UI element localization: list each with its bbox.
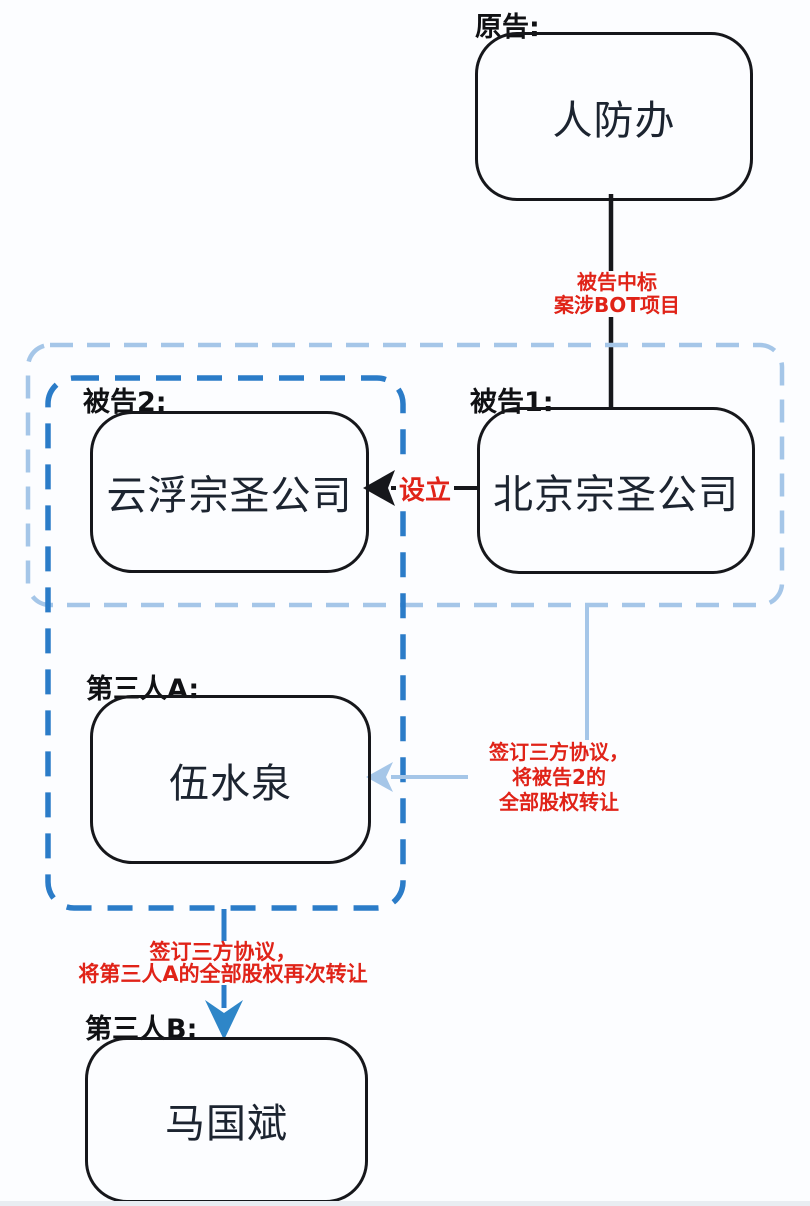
- edge-transfer-a-label-line2: 将被告2的: [512, 765, 606, 789]
- node-defendant2: 云浮宗圣公司: [90, 411, 369, 573]
- edge-transfer-b-label-line1: 签订三方协议，: [149, 940, 297, 964]
- edge-transfer-a-label-line1: 签订三方协议，: [489, 740, 629, 764]
- node-defendant1: 北京宗圣公司: [477, 407, 755, 574]
- edge-bid-label-line1: 被告中标: [577, 270, 657, 294]
- edge-transfer-b-label: 签订三方协议， 将第三人A的全部股权再次转让: [62, 941, 384, 985]
- node-plaintiff: 人防办: [475, 32, 753, 201]
- group-equity-border: [45, 375, 406, 911]
- node-third-party-a-name: 伍水泉: [169, 760, 292, 807]
- edge-transfer-a-arrowhead: [366, 762, 393, 792]
- edge-transfer-a-label-line3: 全部股权转让: [499, 790, 619, 814]
- edge-establish-arrowhead: [363, 470, 395, 506]
- label-third-party-a: 第三人A:: [86, 674, 200, 705]
- edge-bid-label-line2: 案涉BOT项目: [554, 293, 680, 317]
- edge-transfer-b-arrowhead: [205, 1000, 243, 1040]
- node-third-party-b-name: 马国斌: [165, 1101, 288, 1147]
- node-third-party-a: 伍水泉: [90, 695, 371, 864]
- edge-establish-label: 设立: [396, 470, 455, 507]
- edge-transfer-a-label: 签订三方协议， 将被告2的 全部股权转让: [468, 740, 650, 815]
- node-defendant2-name: 云浮宗圣公司: [106, 473, 353, 519]
- node-defendant1-name: 北京宗圣公司: [493, 471, 739, 518]
- node-third-party-b: 马国斌: [85, 1037, 368, 1203]
- edge-transfer-b-label-line2: 将第三人A的全部股权再次转让: [78, 962, 368, 986]
- node-plaintiff-name: 人防办: [552, 97, 676, 144]
- edge-bid-label: 被告中标 案涉BOT项目: [536, 271, 698, 317]
- screenshot-bottom-edge: [0, 1201, 810, 1206]
